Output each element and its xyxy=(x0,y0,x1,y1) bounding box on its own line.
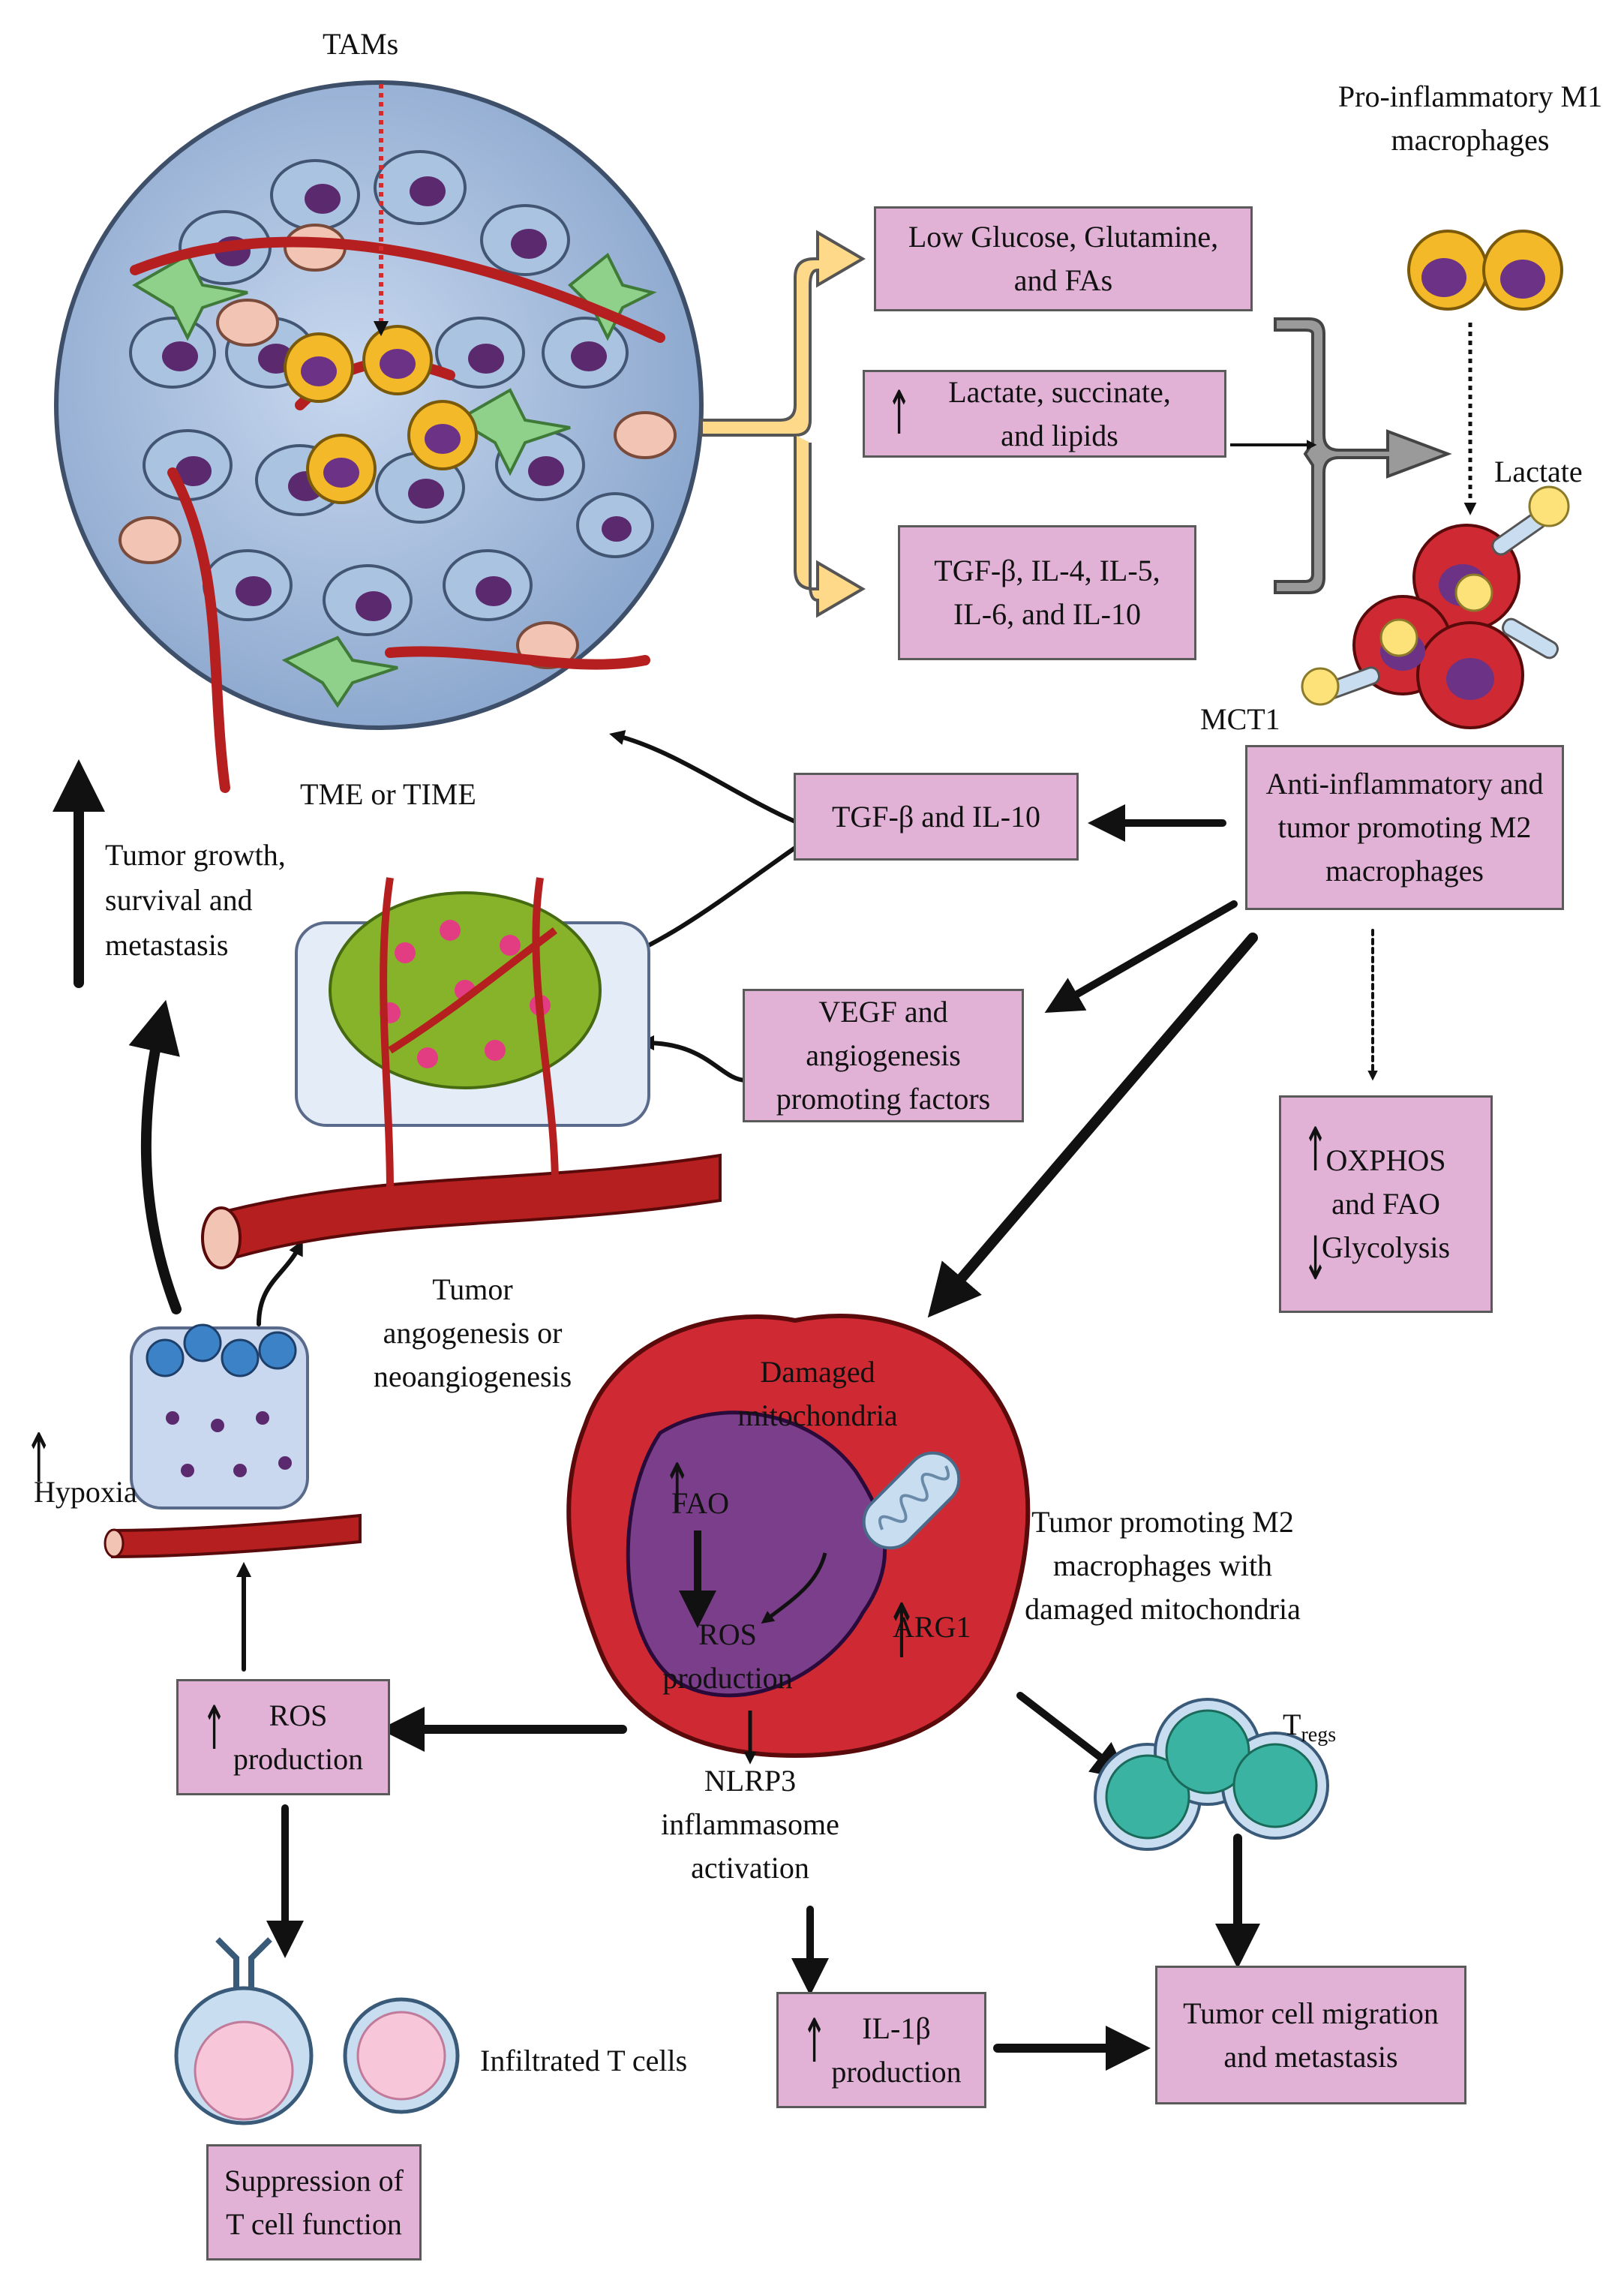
growth-line-2: survival and xyxy=(105,883,253,917)
box-oxphos-line-1: OXPHOS xyxy=(1325,1143,1446,1177)
box-ros-line-2: production xyxy=(233,1741,364,1776)
hypoxia-label: Hypoxia xyxy=(34,1475,137,1509)
box-m2-line-1: Anti-inflammatory and xyxy=(1265,767,1544,801)
m2-damaged-line-1: Tumor promoting M2 xyxy=(1031,1505,1294,1539)
m1-label: Pro-inflammatory M1 macrophages xyxy=(1320,75,1620,162)
box-lactate-succinate-line-1: Lactate, succinate, xyxy=(948,374,1171,409)
box-tgf-il-line-1: TGF-β, IL-4, IL-5, xyxy=(934,554,1160,587)
lactate-up-arrow: ↑ xyxy=(886,378,912,448)
nlrp3-line-1: NLRP3 xyxy=(704,1764,797,1798)
arg1-label: ARG1 xyxy=(893,1610,971,1644)
growth-label: Tumor growth, survival and metastasis xyxy=(105,833,286,968)
box-vegf: VEGF and angiogenesis promoting factors xyxy=(743,989,1024,1122)
box-low-glucose-line-1: Low Glucose, Glutamine, xyxy=(908,220,1219,254)
box-oxphos-line-2: and FAO xyxy=(1331,1187,1440,1221)
fao-up-arrow: ↑ xyxy=(662,1449,692,1528)
hypoxia-cluster xyxy=(104,1323,362,1559)
nlrp3-line-3: activation xyxy=(691,1851,809,1885)
ros-inner-line-1: ROS xyxy=(698,1618,757,1651)
tregs-sub: regs xyxy=(1301,1723,1337,1747)
damaged-mito-line-1: Damaged xyxy=(760,1355,875,1389)
arg1-up-arrow: ↑ xyxy=(885,1588,917,1675)
box-migration-line-2: and metastasis xyxy=(1223,2039,1398,2074)
box-il1b-line-1: IL-1β xyxy=(862,2011,931,2045)
il1b-up-arrow: ↑ xyxy=(801,2006,827,2076)
nlrp3-line-2: inflammasome xyxy=(661,1807,839,1841)
box-m2-line-2: tumor promoting M2 xyxy=(1277,810,1532,844)
angiogenesis-cluster xyxy=(201,877,722,1269)
tumor-microenvironment xyxy=(54,80,704,793)
tregs-main: T xyxy=(1283,1708,1301,1741)
damaged-mito-line-2: mitochondria xyxy=(737,1398,898,1432)
ros-inner-label: ROS production xyxy=(645,1613,810,1700)
box-tumor-migration: Tumor cell migration and metastasis xyxy=(1155,1966,1466,2104)
box-vegf-line-2: angiogenesis xyxy=(806,1038,961,1072)
box-m2-anti-inflammatory: Anti-inflammatory and tumor promoting M2… xyxy=(1245,745,1564,910)
box-vegf-line-3: promoting factors xyxy=(776,1082,991,1116)
growth-line-3: metastasis xyxy=(105,928,229,962)
tregs-cells xyxy=(1094,1698,1329,1851)
angio-line-2: angogenesis or xyxy=(383,1316,563,1350)
box-suppression-line-1: Suppression of xyxy=(224,2163,404,2197)
growth-line-1: Tumor growth, xyxy=(105,838,286,872)
box-suppression: Suppression of T cell function xyxy=(206,2144,422,2260)
hypoxia-up-arrow: ↑ xyxy=(24,1419,53,1498)
m1-label-line-1: Pro-inflammatory M1 xyxy=(1337,80,1603,113)
box-migration-line-1: Tumor cell migration xyxy=(1183,1996,1439,2030)
m2-damaged-line-2: macrophages with xyxy=(1052,1549,1273,1582)
m1-macrophages xyxy=(1407,230,1563,311)
box-il1b-line-2: production xyxy=(831,2054,962,2089)
m2-damaged-label: Tumor promoting M2 macrophages with dama… xyxy=(1005,1500,1320,1631)
box-lactate-succinate: Lactate, succinate, and lipids ↑ xyxy=(863,370,1226,458)
box-tgf-il10-line-1: TGF-β and IL-10 xyxy=(831,799,1041,834)
box-suppression-line-2: T cell function xyxy=(226,2206,402,2241)
ros-inner-line-2: production xyxy=(662,1661,793,1695)
box-ros-production: ROS production ↑ xyxy=(176,1679,390,1795)
m2-macrophages-mct1 xyxy=(1301,485,1570,729)
box-vegf-line-1: VEGF and xyxy=(818,995,948,1029)
box-m2-line-3: macrophages xyxy=(1325,854,1484,888)
time-label: TME or TIME xyxy=(300,777,476,811)
angio-line-1: Tumor xyxy=(432,1272,513,1306)
angio-line-3: neoangiogenesis xyxy=(373,1359,572,1393)
infiltrated-label: Infiltrated T cells xyxy=(480,2044,688,2077)
box-low-glucose-line-2: and FAs xyxy=(1013,263,1113,297)
box-oxphos: OXPHOS and FAO Glycolysis ↑ ↓ xyxy=(1279,1095,1493,1313)
m2-macrophage-damaged-mitochondria xyxy=(566,1314,1031,1765)
mct1-label: MCT1 xyxy=(1200,702,1280,736)
infiltrated-t-cells xyxy=(174,1937,460,2125)
damaged-mito-label: Damaged mitochondria xyxy=(705,1350,930,1437)
glycolysis-down-arrow: ↓ xyxy=(1302,1224,1328,1293)
m2-damaged-line-3: damaged mitochondria xyxy=(1025,1592,1301,1626)
box-low-glucose: Low Glucose, Glutamine, and FAs xyxy=(874,206,1253,311)
box-tgf-il: TGF-β, IL-4, IL-5, IL-6, and IL-10 xyxy=(898,525,1196,660)
box-lactate-succinate-line-2: and lipids xyxy=(1001,418,1118,452)
box-tgf-il-line-2: IL-6, and IL-10 xyxy=(953,597,1141,631)
nlrp3-label: NLRP3 inflammasome activation xyxy=(638,1759,863,1890)
tregs-label: Tregs xyxy=(1283,1703,1336,1757)
lactate-label: Lactate xyxy=(1494,455,1583,488)
box-ros-line-1: ROS xyxy=(269,1698,328,1732)
fao-label: FAO xyxy=(671,1486,730,1520)
tme-bracket-arrows xyxy=(700,230,866,618)
tams-label: TAMs xyxy=(323,27,399,61)
m1-label-line-2: macrophages xyxy=(1391,123,1550,157)
box-oxphos-line-3: Glycolysis xyxy=(1321,1230,1451,1264)
ros-up-arrow: ↑ xyxy=(201,1693,227,1763)
box-il1b: IL-1β production ↑ xyxy=(776,1992,986,2108)
box-tgf-il10: TGF-β and IL-10 xyxy=(794,773,1079,861)
oxphos-up-arrow: ↑ xyxy=(1302,1115,1328,1185)
black-arrows xyxy=(53,730,1378,2071)
angiogenesis-label: Tumor angogenesis or neoangiogenesis xyxy=(353,1268,593,1398)
